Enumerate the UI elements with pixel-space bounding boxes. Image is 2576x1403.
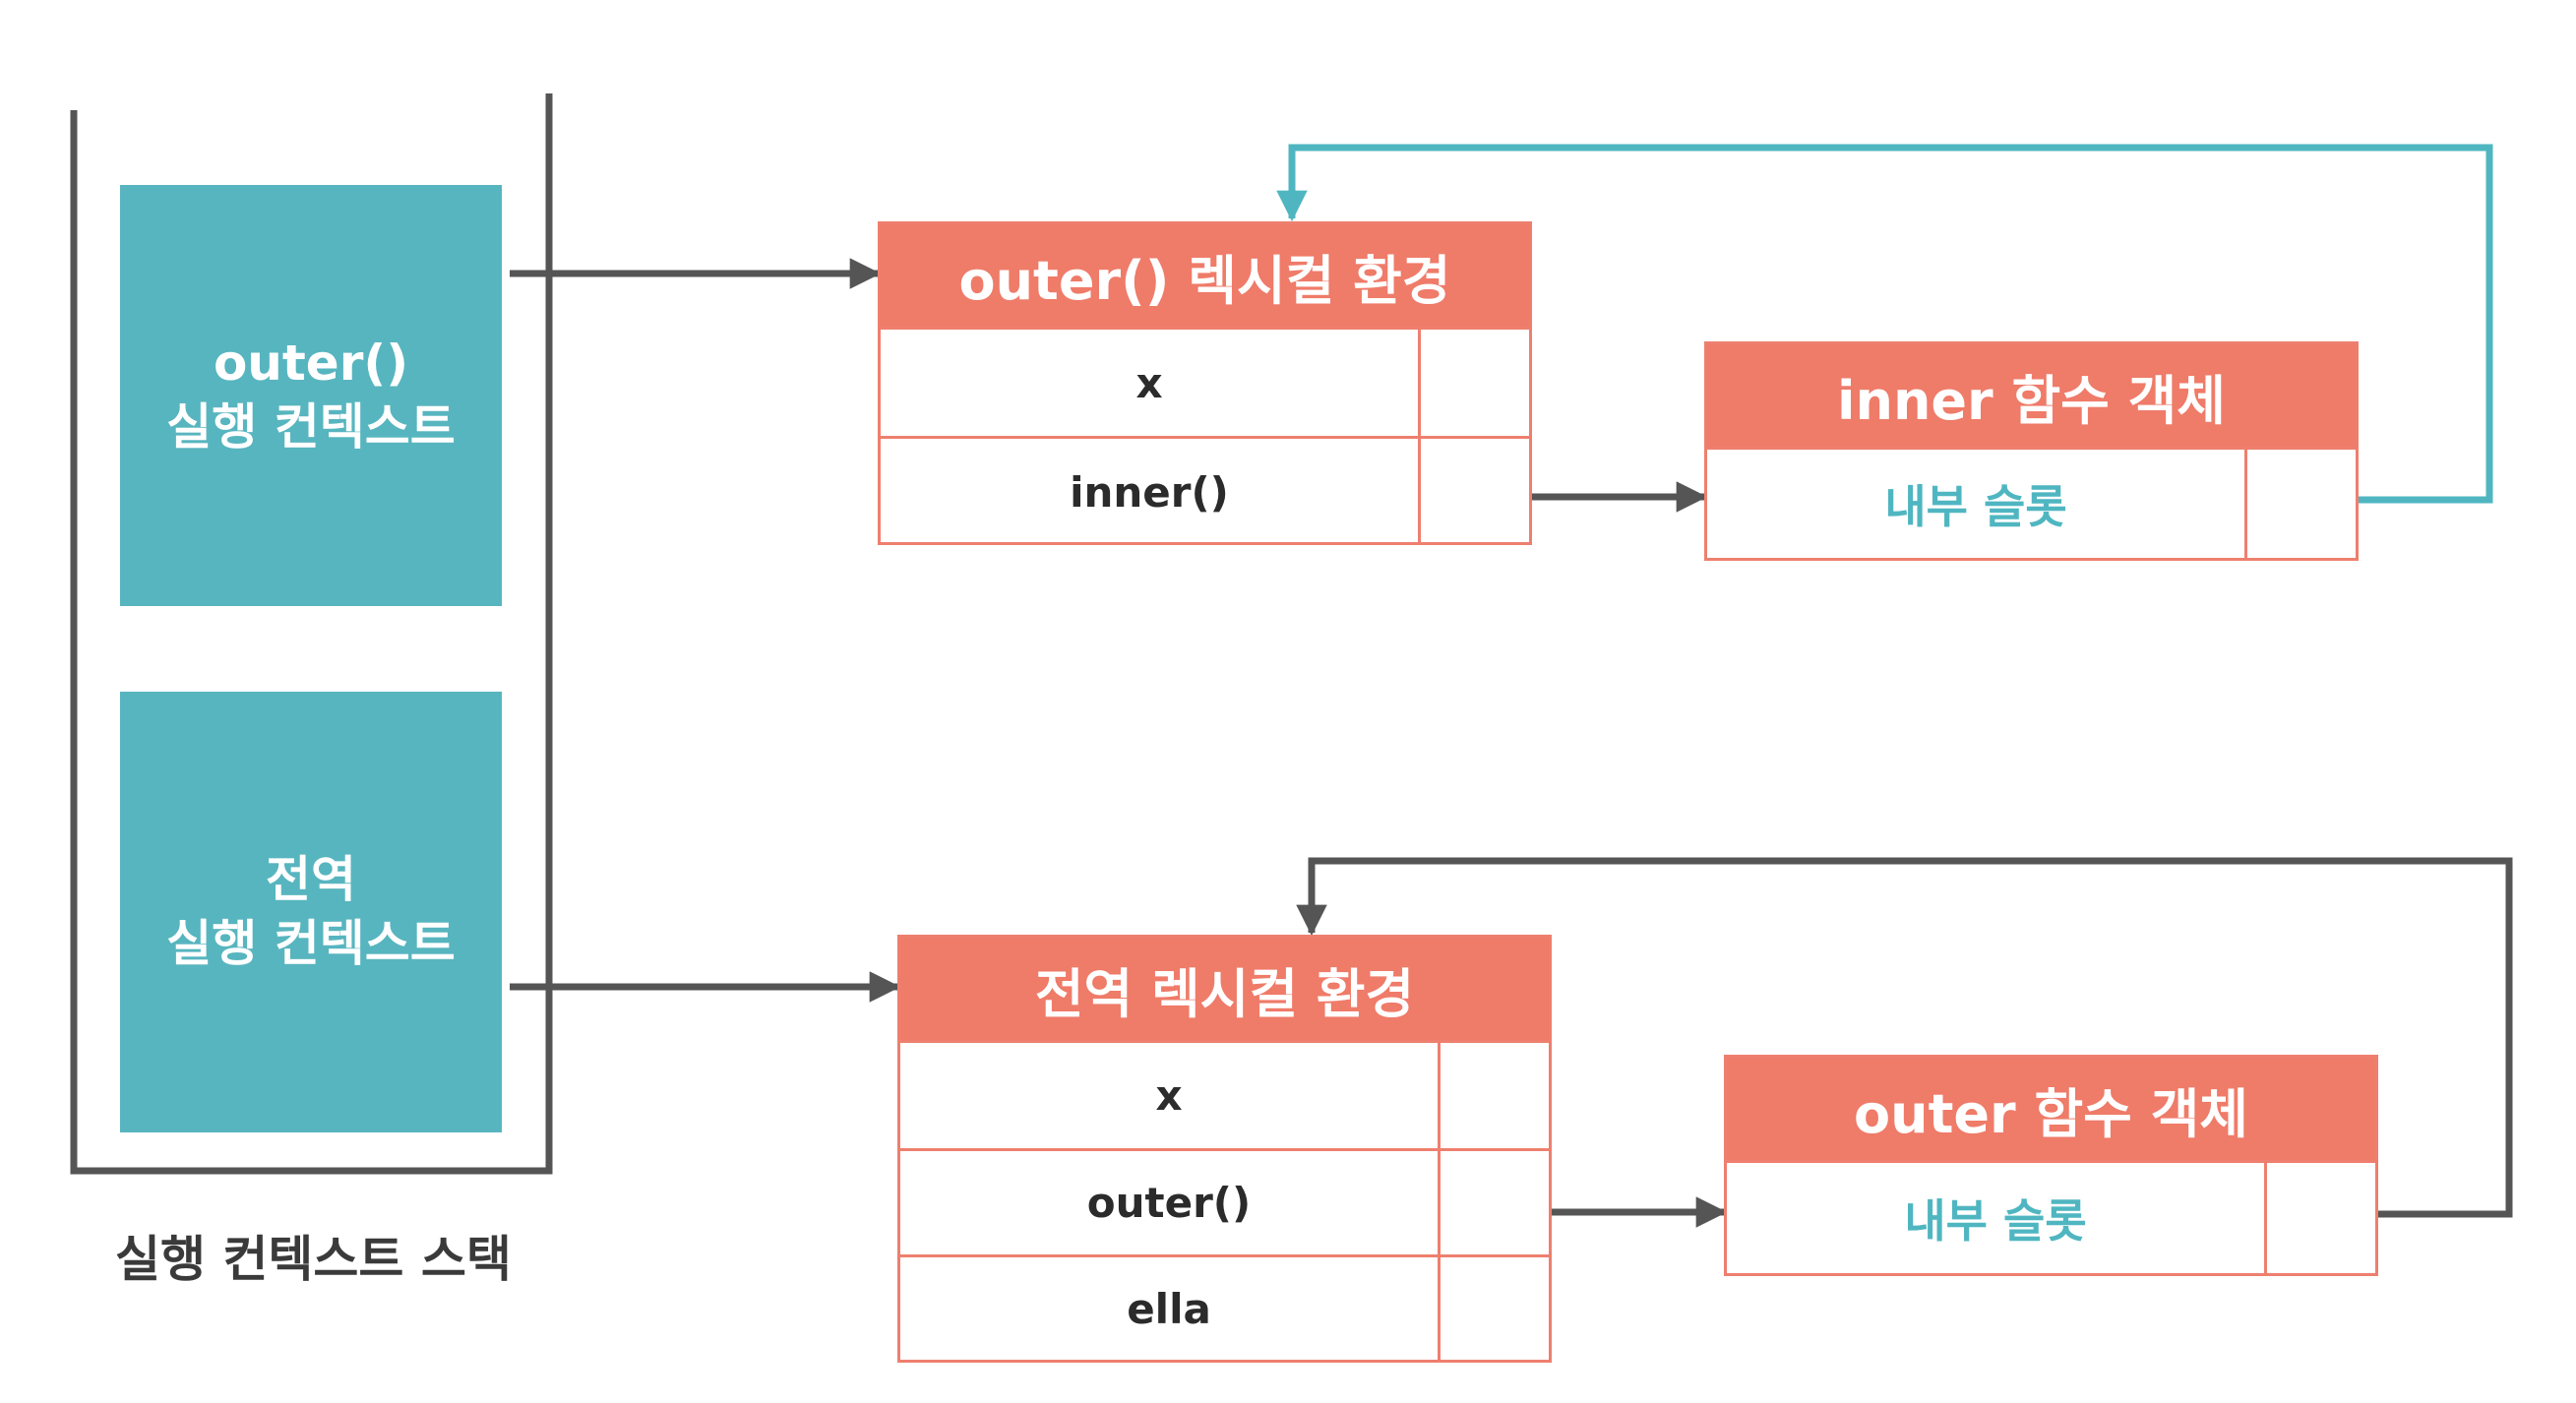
env-title: 전역 렉시컬 환경	[900, 938, 1549, 1040]
env-value-cell	[1438, 1257, 1549, 1360]
fn-title: outer 함수 객체	[1727, 1058, 2375, 1160]
env-row: x	[900, 1040, 1549, 1148]
arrow-outer-slot-to-global-env	[1296, 857, 2513, 1218]
env-title: outer() 렉시컬 환경	[881, 224, 1529, 327]
internal-slot-label: 내부 슬롯	[1884, 480, 2067, 533]
env-key: x	[1135, 358, 1163, 407]
env-row: ella	[900, 1254, 1549, 1360]
env-row: outer()	[900, 1148, 1549, 1254]
arrow-inner-slot-to-outer-env	[1276, 144, 2493, 504]
outer-function-object: outer 함수 객체 내부 슬롯	[1724, 1055, 2378, 1276]
env-value-cell	[1438, 1151, 1549, 1254]
stack-bracket	[70, 93, 553, 1175]
env-key: ella	[1127, 1284, 1211, 1333]
fn-row: 내부 슬롯	[1727, 1160, 2375, 1273]
context-label: 전역	[266, 851, 356, 908]
inner-function-object: inner 함수 객체 내부 슬롯	[1704, 341, 2359, 561]
slot-value-cell	[2244, 450, 2356, 558]
outer-execution-context: outer() 실행 컨텍스트	[120, 185, 502, 606]
global-lexical-environment: 전역 렉시컬 환경 x outer() ella	[897, 935, 1552, 1363]
env-row: inner()	[881, 436, 1529, 545]
internal-slot-label: 내부 슬롯	[1904, 1194, 2087, 1248]
fn-row: 내부 슬롯	[1707, 447, 2356, 558]
context-label: 실행 컨텍스트	[166, 915, 456, 972]
env-key: inner()	[1070, 467, 1229, 517]
env-value-cell	[1438, 1043, 1549, 1148]
fn-title: inner 함수 객체	[1707, 344, 2356, 447]
env-key: outer()	[1086, 1179, 1252, 1227]
outer-lexical-environment: outer() 렉시컬 환경 x inner()	[878, 221, 1532, 545]
slot-value-cell	[2264, 1163, 2375, 1273]
global-execution-context: 전역 실행 컨텍스트	[120, 692, 502, 1132]
env-row: x	[881, 327, 1529, 436]
env-key: x	[1155, 1071, 1183, 1120]
context-label: outer()	[213, 335, 409, 392]
env-value-cell	[1418, 439, 1529, 545]
env-value-cell	[1418, 330, 1529, 436]
stack-caption: 실행 컨텍스트 스택	[115, 1231, 512, 1288]
context-label: 실행 컨텍스트	[166, 398, 456, 456]
